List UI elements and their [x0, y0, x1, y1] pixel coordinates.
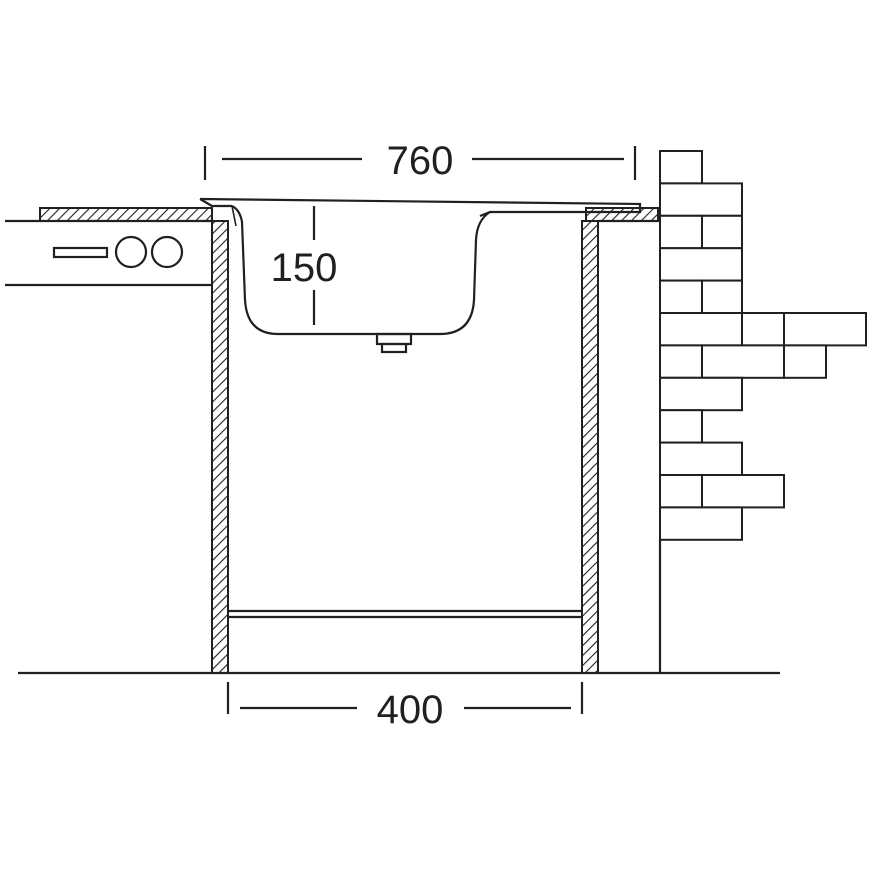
appliance-slot-icon	[52, 246, 109, 259]
cabinet-width-label: 400	[377, 688, 444, 732]
sink-rim	[199, 197, 642, 218]
brick	[701, 344, 785, 379]
brick	[701, 279, 743, 315]
brick	[783, 344, 827, 379]
dimension-bowl-depth: 150	[271, 206, 338, 325]
brick	[659, 150, 703, 185]
brick	[701, 214, 743, 250]
brick	[783, 312, 867, 347]
brick	[659, 182, 743, 217]
appliance-knob-icon	[150, 235, 184, 269]
cabinet-bottom-shelf	[228, 609, 582, 619]
brick	[659, 344, 703, 379]
dimension-overall-width: 760	[203, 139, 637, 183]
overall-width-label: 760	[387, 139, 454, 183]
countertop-right	[585, 207, 659, 222]
brick	[659, 441, 743, 477]
bowl-depth-label: 150	[271, 246, 338, 290]
brick	[659, 214, 703, 250]
cabinet-left-panel	[211, 220, 229, 674]
brick-wall	[658, 150, 867, 673]
appliance-knob-icon	[114, 235, 148, 269]
brick	[659, 474, 703, 509]
brick	[659, 312, 743, 347]
brick	[701, 474, 785, 509]
cabinet-right-panel	[581, 220, 599, 674]
brick	[659, 279, 703, 315]
brick	[741, 312, 785, 347]
drain-outlet	[375, 332, 413, 354]
countertop-left	[39, 207, 213, 222]
brick	[659, 409, 703, 444]
brick	[659, 247, 743, 282]
left-cabinet	[5, 219, 212, 287]
sink-bowl	[231, 205, 491, 336]
brick	[659, 376, 743, 412]
brick	[659, 506, 743, 541]
sink	[199, 197, 642, 354]
dimension-cabinet-width: 400	[226, 682, 584, 732]
